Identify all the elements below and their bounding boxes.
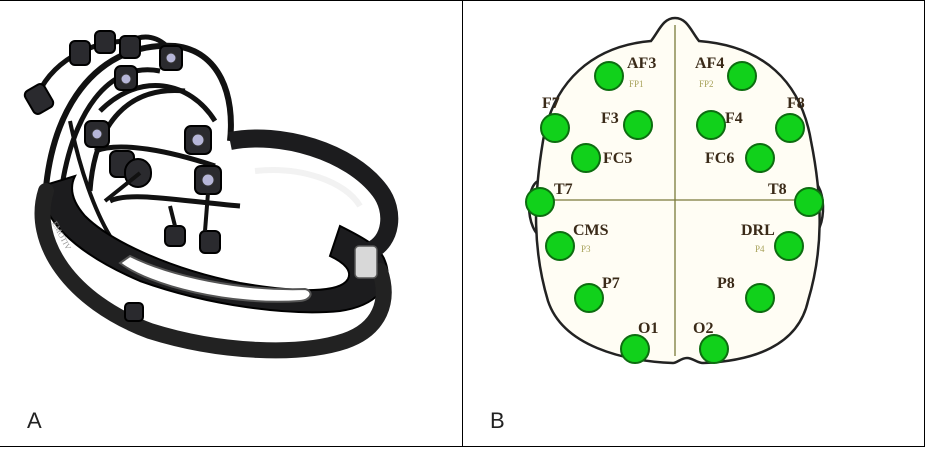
electrode-f3: F3	[601, 110, 653, 140]
electrode-t7: T7	[525, 181, 573, 217]
electrode-label: F3	[601, 110, 619, 127]
panel-label-b: B	[490, 408, 505, 433]
electrode-label: FC6	[705, 150, 734, 167]
electrode-label: P8	[717, 275, 735, 292]
electrode-dot	[574, 283, 604, 313]
electrode-label: CMS	[573, 222, 609, 239]
electrode-p8: P8	[717, 275, 775, 313]
electrode-cms: CMS P3	[545, 222, 609, 261]
electrode-label: AF3	[627, 55, 656, 72]
electrode-sublabel: P4	[755, 244, 765, 254]
panel-label-a: A	[27, 408, 42, 433]
electrode-label: F4	[725, 110, 743, 127]
electrode-dot	[696, 110, 726, 140]
electrode-sublabel: FP2	[699, 79, 714, 89]
electrode-dot	[540, 113, 570, 143]
electrode-dot	[774, 231, 804, 261]
electrode-dot	[794, 187, 824, 217]
head-outline	[534, 16, 821, 365]
electrode-drl: DRL P4	[741, 222, 804, 261]
electrode-dot	[571, 143, 601, 173]
electrode-label: F8	[787, 95, 805, 112]
electrode-dot	[699, 334, 729, 364]
electrode-f7: F7	[540, 95, 570, 143]
electrode-f4: F4	[696, 110, 743, 140]
electrode-label: O2	[693, 320, 713, 337]
electrode-f8: F8	[775, 95, 805, 143]
electrode-o2: O2	[693, 320, 729, 364]
electrode-dot	[594, 61, 624, 91]
eeg-headset-image: EMOTIV	[23, 30, 399, 359]
electrode-dot	[623, 110, 653, 140]
electrode-label: FC5	[603, 150, 632, 167]
electrode-dot	[620, 334, 650, 364]
electrode-p7: P7	[574, 275, 620, 313]
electrode-dot	[545, 231, 575, 261]
electrode-dot	[525, 187, 555, 217]
electrode-label: F7	[542, 95, 560, 112]
electrode-sublabel: FP1	[629, 79, 644, 89]
electrode-label: T7	[554, 181, 573, 198]
electrode-t8: T8	[768, 181, 824, 217]
panel-a: EMOTIV A	[0, 0, 463, 447]
electrode-dot	[745, 143, 775, 173]
electrode-label: T8	[768, 181, 787, 198]
electrode-dot	[775, 113, 805, 143]
electrode-fc6: FC6	[705, 143, 775, 173]
electrode-label: O1	[638, 320, 658, 337]
electrode-sublabel: P3	[581, 244, 591, 254]
electrode-fc5: FC5	[571, 143, 632, 173]
electrode-o1: O1	[620, 320, 658, 364]
electrode-label: P7	[602, 275, 620, 292]
electrode-label: AF4	[695, 55, 724, 72]
electrode-dot	[727, 61, 757, 91]
electrode-dot	[745, 283, 775, 313]
electrode-label: DRL	[741, 222, 775, 239]
